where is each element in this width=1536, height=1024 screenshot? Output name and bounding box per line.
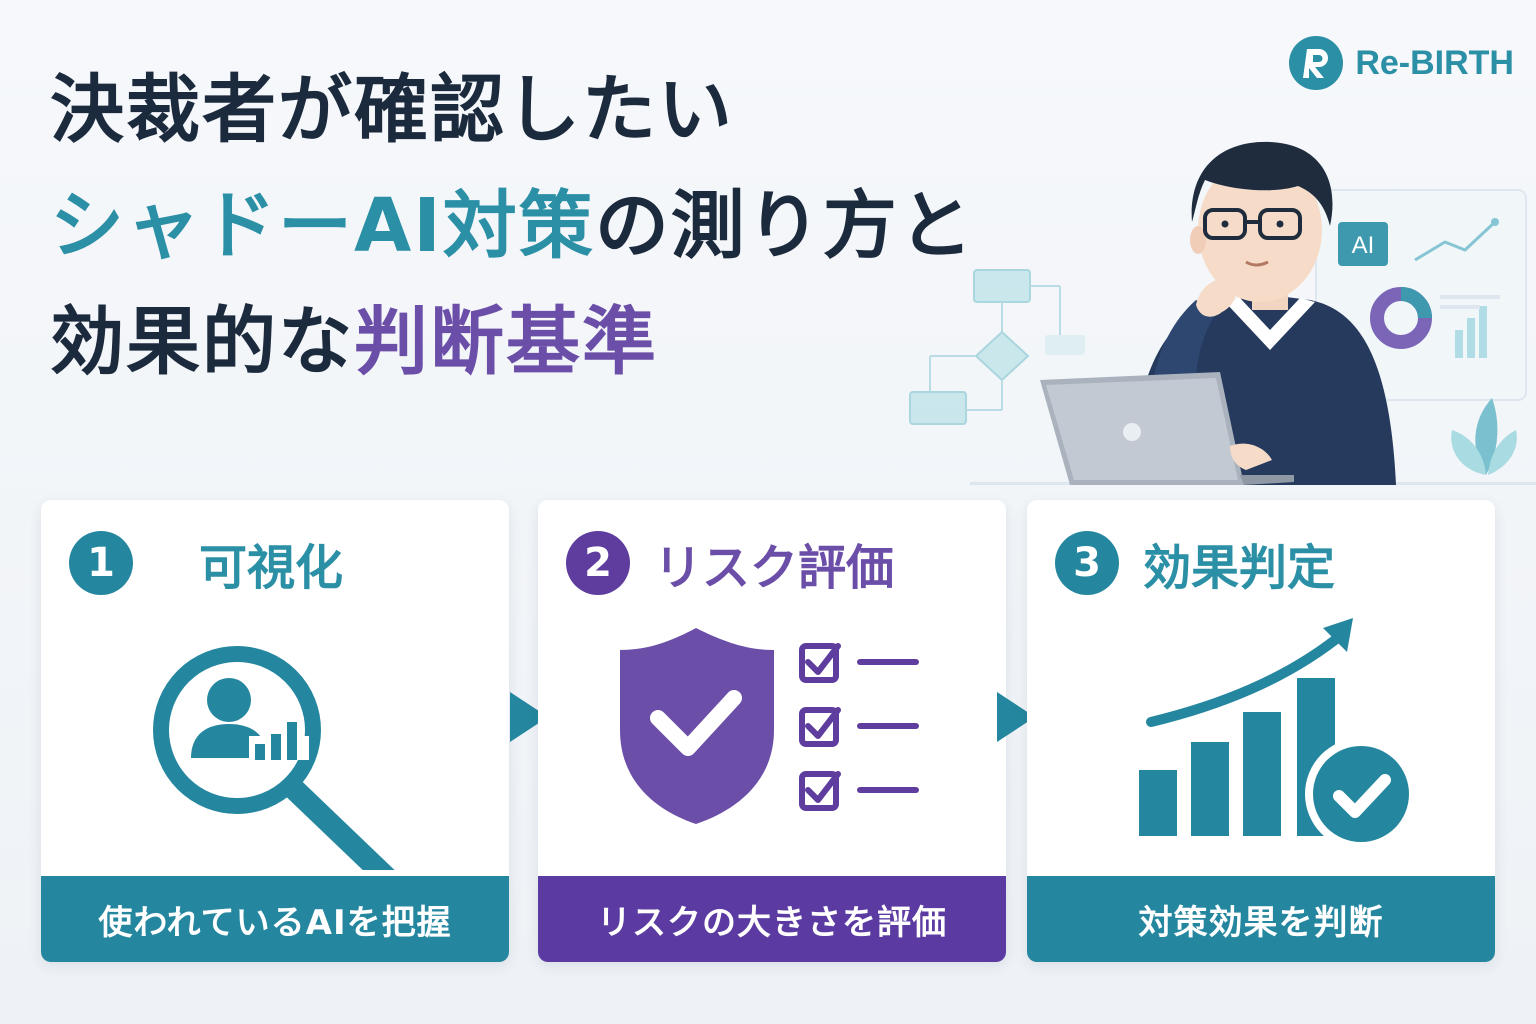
step-header: 3 効果判定 <box>1055 528 1335 598</box>
step-number-badge: 2 <box>566 531 630 595</box>
step-caption: 対策効果を判断 <box>1027 876 1495 962</box>
step-header: 1 可視化 <box>69 528 343 598</box>
step-card-visualize: 1 可視化 使われているAIを把握 <box>41 500 509 962</box>
step-caption: リスクの大きさを評価 <box>538 876 1006 962</box>
chevron-right-icon <box>997 692 1035 742</box>
headline-highlight-purple: 判断基準 <box>354 299 658 385</box>
headline-line-2-rest: の測り方と <box>594 183 975 269</box>
businessman-illustration: AI <box>909 141 1536 485</box>
step-header: 2 リスク評価 <box>566 528 894 598</box>
step-caption: 使われているAIを把握 <box>41 876 509 962</box>
r-logo-icon <box>1289 36 1344 90</box>
screen-ai-label: AI <box>1352 232 1375 259</box>
headline-line-1: 決裁者が確認したい <box>50 67 734 153</box>
magnifier-user-chart-icon <box>153 646 395 870</box>
step-card-effect-evaluation: 3 効果判定 対策効果を判断 <box>1027 500 1495 962</box>
brand-name: Re-BIRTH <box>1355 43 1514 82</box>
step-title: 可視化 <box>199 540 344 596</box>
headline-line-2: シャドーAI対策の測り方と <box>50 168 1050 284</box>
rising-bar-chart-check-icon <box>1139 618 1417 850</box>
headline: 決裁者が確認したい シャドーAI対策の測り方と 効果的な判断基準 <box>50 52 1050 400</box>
flowchart-icon <box>909 269 1085 425</box>
step-number-badge: 1 <box>69 531 133 595</box>
brand-logo: Re-BIRTH <box>1289 36 1514 90</box>
shield-check-checklist-icon <box>620 628 919 824</box>
headline-line-3-start: 効果的な <box>50 299 354 385</box>
step-title: リスク評価 <box>654 540 895 596</box>
headline-highlight-teal: シャドーAI対策 <box>50 183 595 269</box>
step-number-badge: 3 <box>1055 531 1119 595</box>
headline-line-3: 効果的な判断基準 <box>50 284 1050 400</box>
chevron-right-icon <box>510 692 548 742</box>
plant-icon <box>1451 398 1517 475</box>
step-title: 効果判定 <box>1143 540 1336 596</box>
laptop-icon <box>1040 372 1294 485</box>
step-card-risk-assessment: 2 リスク評価 リスクの大きさを評価 <box>538 500 1006 962</box>
